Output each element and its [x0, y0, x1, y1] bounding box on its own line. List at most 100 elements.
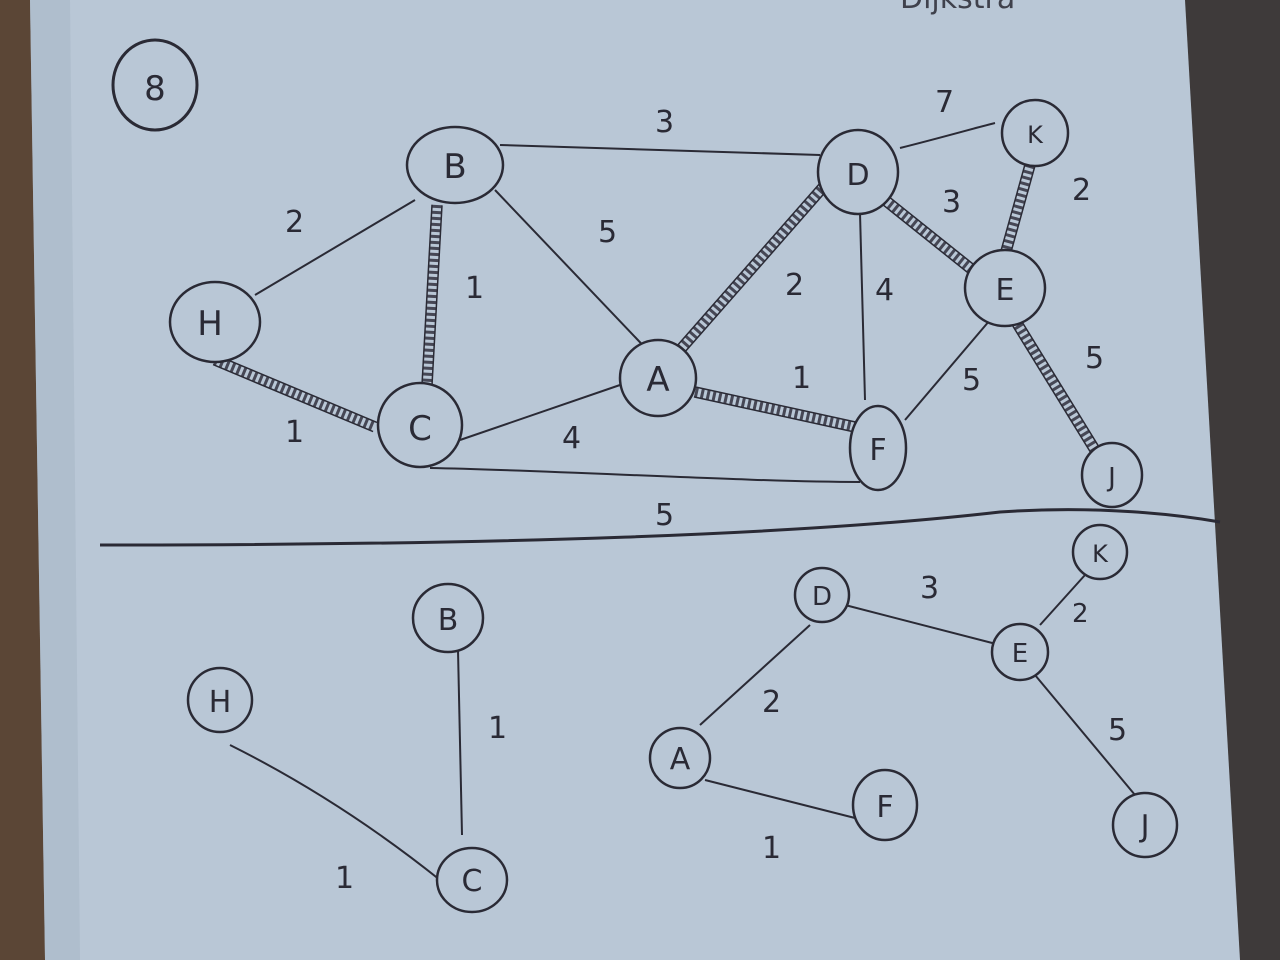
tree-edge-border — [999, 163, 1026, 254]
tree-edge-border — [421, 204, 433, 385]
graph-weight-c-f: 5 — [655, 498, 674, 533]
graph-edge-b-c — [422, 204, 442, 386]
tree-edge-border — [1009, 166, 1036, 257]
tree-node-a-label: A — [670, 742, 691, 777]
graph-node-f: F — [848, 404, 908, 492]
divider-line — [99, 508, 1221, 547]
tree-node-c-label: C — [462, 864, 483, 899]
graph-weight-b-a: 5 — [598, 215, 617, 250]
graph-edge-b-d — [499, 144, 821, 156]
graph-edge-h-b — [254, 199, 416, 296]
graph-node-j: J — [1080, 441, 1144, 509]
graph-weights: 3 7 2 1 5 2 4 3 2 1 4 1 5 5 5 — [285, 85, 1104, 533]
tree-node-j: J — [1111, 791, 1179, 859]
tree-weight-k-e: 2 — [1072, 599, 1089, 629]
tree-edge-d-a — [699, 624, 811, 726]
graph-node-d: D — [816, 128, 900, 216]
graph-node-c-label: C — [408, 409, 432, 449]
graph-node-j-label: J — [1106, 463, 1116, 493]
graph-edge-e-f — [904, 319, 991, 421]
tree-node-k: K — [1071, 523, 1129, 581]
problem-number-circle — [111, 38, 199, 132]
graph-weight-d-a: 2 — [785, 268, 804, 303]
tree-weight-d-e: 3 — [920, 571, 939, 606]
tree-nodes: B H C D K E A F — [186, 523, 1179, 914]
tree-edge-border — [675, 181, 822, 348]
paper-edge-shade — [30, 0, 80, 960]
tree-node-d-label: D — [812, 582, 832, 612]
problem-number: 8 — [111, 38, 199, 132]
graph-node-h: H — [168, 280, 262, 364]
graph-node-a: A — [618, 338, 698, 418]
tree-edge-e-j — [1034, 674, 1136, 796]
graph-edge-c-f — [429, 467, 861, 483]
graph-weight-h-b: 2 — [285, 205, 304, 240]
graph-weight-h-c: 1 — [285, 415, 304, 450]
tree-node-b-label: B — [438, 603, 459, 638]
graph-node-k: K — [1000, 98, 1070, 168]
tree-edge-border — [881, 203, 973, 277]
tree-weight-b-c: 1 — [488, 711, 507, 746]
graph-weight-e-f: 5 — [962, 363, 981, 398]
tree-edge-h-c — [229, 744, 441, 881]
tree-edge-a-f — [704, 779, 856, 819]
tree-edge-k-e — [1039, 574, 1086, 626]
tree-weight-d-a: 2 — [762, 685, 781, 720]
graph-node-c: C — [376, 381, 464, 469]
tree-node-h-label: H — [209, 685, 232, 720]
graph-node-a-label: A — [646, 360, 669, 400]
tree-edge-border — [693, 396, 855, 433]
graph-edges — [212, 122, 1100, 483]
tree-edges — [229, 574, 1136, 881]
tree-weight-e-j: 5 — [1108, 713, 1127, 748]
tree-node-f-label: F — [876, 790, 893, 825]
graph-node-f-label: F — [869, 433, 886, 468]
graph-edge-d-e — [882, 196, 978, 276]
tree-edge-border — [1010, 322, 1092, 454]
graph-edge-d-f — [859, 212, 866, 401]
graph-edge-d-k — [899, 122, 996, 149]
tree-edge-border — [695, 386, 857, 423]
tree-node-e-label: E — [1012, 639, 1028, 669]
graph-weight-k-e: 2 — [1072, 173, 1091, 208]
tree-edge-border — [212, 363, 374, 433]
graph-node-b-label: B — [443, 147, 466, 187]
tree-edge-border — [216, 354, 378, 424]
graph-node-k-label: K — [1027, 121, 1044, 149]
top-corner-text: Dijkstra — [900, 0, 1015, 16]
graph-weight-d-e: 3 — [942, 185, 961, 220]
graph-edge-b-a — [494, 189, 656, 359]
paper-sheet — [30, 0, 1240, 960]
graph-weight-b-c: 1 — [465, 271, 484, 306]
graph-edge-c-a — [459, 384, 621, 441]
graph-weight-b-d: 3 — [655, 105, 674, 140]
tree-edge-border — [887, 195, 979, 269]
graph-weight-d-k: 7 — [935, 85, 954, 120]
tree-edge-border — [1018, 316, 1100, 448]
tree-node-j-label: J — [1139, 809, 1150, 844]
graph-node-e: E — [963, 248, 1047, 328]
tree-edge-b-c — [457, 649, 463, 836]
tree-node-f: F — [851, 768, 919, 842]
graph-weight-a-f: 1 — [792, 361, 811, 396]
tree-node-k-label: K — [1092, 540, 1109, 568]
tree-node-h: H — [186, 666, 254, 734]
graph-weight-e-j: 5 — [1085, 341, 1104, 376]
tree-node-b: B — [411, 582, 485, 654]
tree-node-e: E — [990, 622, 1050, 682]
graph-node-d-label: D — [846, 158, 869, 193]
tree-weight-h-c: 1 — [335, 861, 354, 896]
tree-weights: 1 1 3 2 2 5 1 — [335, 571, 1127, 896]
tree-edge-d-e — [844, 604, 1001, 646]
tree-weight-a-f: 1 — [762, 831, 781, 866]
graph-node-e-label: E — [996, 273, 1015, 308]
graph-weight-c-a: 4 — [562, 421, 581, 456]
graph-weight-d-f: 4 — [875, 273, 894, 308]
tree-edge-border — [431, 205, 443, 386]
graph-node-h-label: H — [197, 304, 223, 344]
graph-nodes: B D K H A E C F — [168, 98, 1144, 509]
graph-edge-d-a — [676, 182, 829, 353]
tree-edge-border — [683, 187, 830, 354]
tree-node-c: C — [435, 846, 509, 914]
